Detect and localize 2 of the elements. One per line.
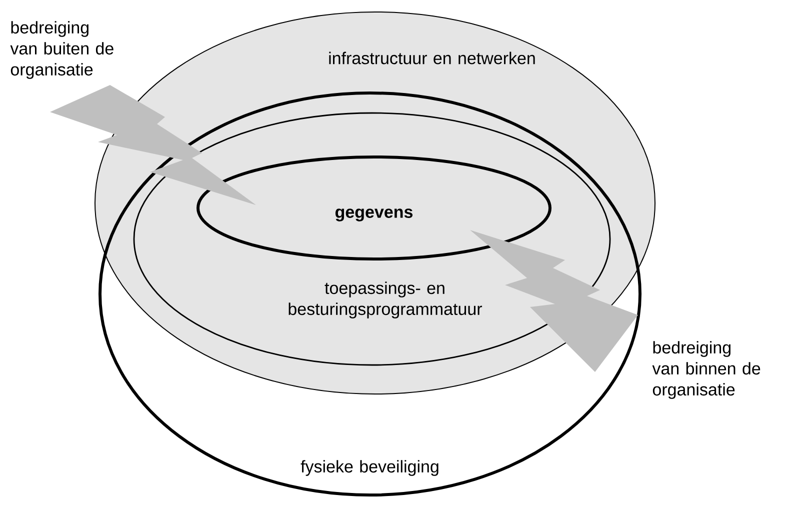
lightning-arrow xyxy=(470,230,638,372)
lightning-arrow xyxy=(50,85,256,205)
